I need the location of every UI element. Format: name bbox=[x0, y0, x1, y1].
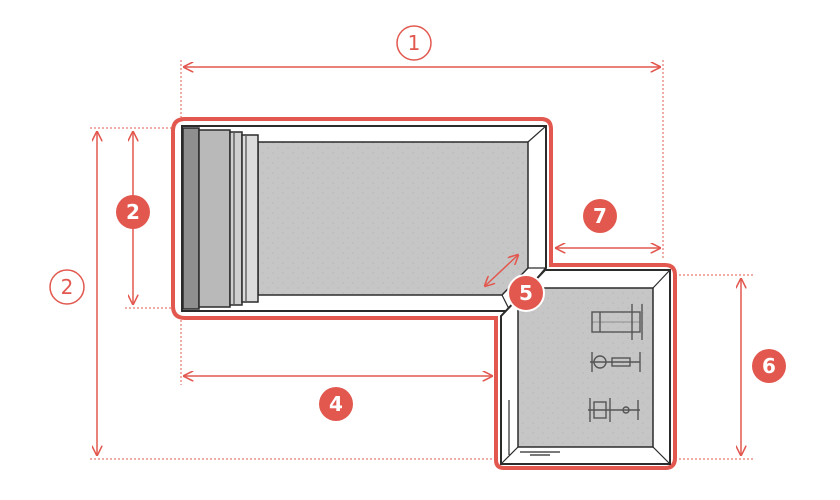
bench-press-icon bbox=[588, 398, 640, 422]
treadmill-icon bbox=[591, 304, 643, 340]
label-diagonal-text: 5 bbox=[519, 281, 533, 305]
label-main-width-outer: 2 bbox=[49, 269, 85, 305]
exercise-bike-icon bbox=[590, 352, 641, 372]
ladder-icon bbox=[508, 400, 560, 456]
label-diagonal: 5 bbox=[507, 274, 545, 312]
pool-steps bbox=[182, 127, 259, 310]
label-overall-length-text: 1 bbox=[408, 31, 421, 55]
label-main-width-outer-text: 2 bbox=[61, 275, 74, 299]
label-offset: 7 bbox=[583, 199, 617, 233]
label-overall-length: 1 bbox=[396, 25, 432, 61]
dimension-lines bbox=[97, 67, 741, 455]
label-spa-width: 6 bbox=[752, 349, 786, 383]
dim-diagonal bbox=[485, 255, 518, 286]
label-main-length-text: 4 bbox=[329, 392, 343, 416]
label-main-width-inner: 2 bbox=[116, 195, 150, 229]
main-pool-water bbox=[257, 141, 529, 296]
label-spa-width-text: 6 bbox=[762, 354, 776, 378]
label-main-width-inner-text: 2 bbox=[126, 200, 140, 224]
label-offset-text: 7 bbox=[593, 204, 607, 228]
main-pool bbox=[181, 125, 547, 312]
label-main-length: 4 bbox=[319, 387, 353, 421]
